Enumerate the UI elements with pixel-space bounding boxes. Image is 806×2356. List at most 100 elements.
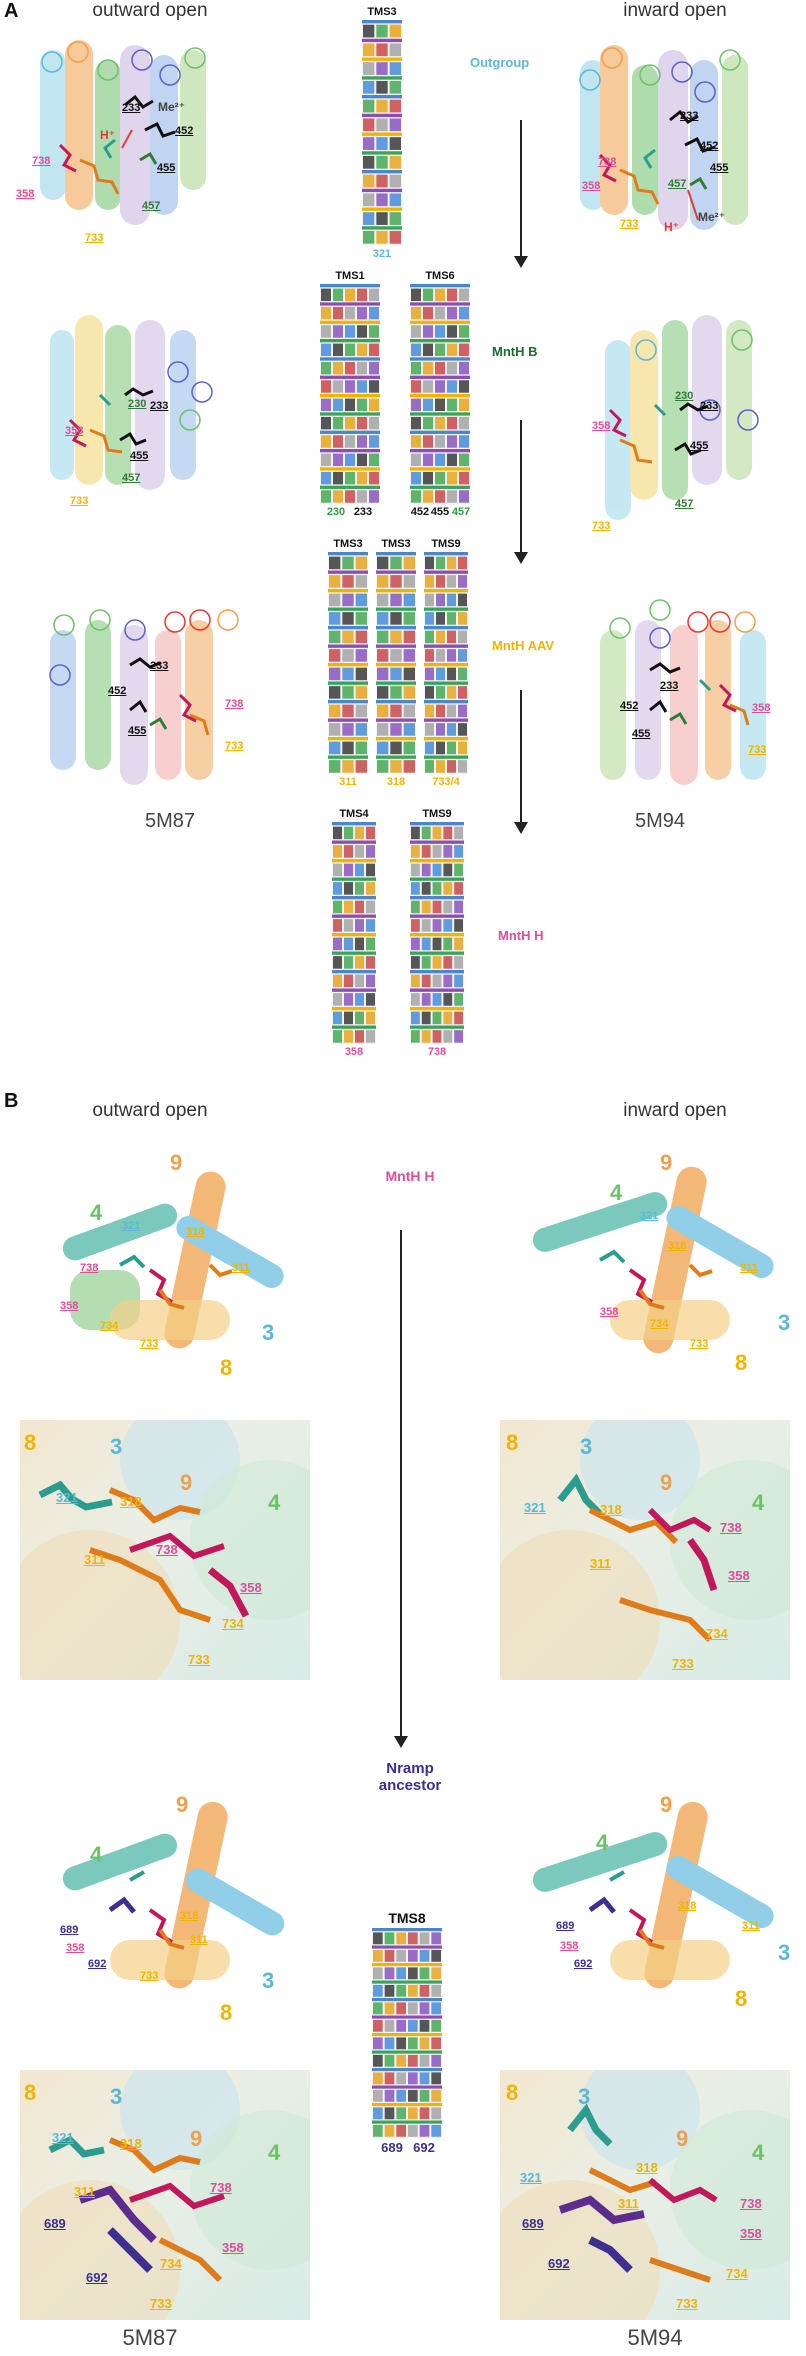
b3-res-318: 318 (120, 1494, 142, 1509)
structure-a-outward-1 (40, 40, 206, 225)
b5-helix-8: 8 (220, 2000, 233, 2025)
b7-res-692: 692 (86, 2270, 108, 2285)
b5-helix-3: 3 (262, 1968, 275, 1993)
panel-a-left-pdb: 5M87 (144, 810, 196, 832)
logo-tms1-res2: 233 (353, 506, 373, 518)
b1-helix-4: 4 (90, 1200, 103, 1225)
b7-res-738: 738 (210, 2180, 232, 2195)
label-738-a2: 738 (598, 156, 617, 168)
b7-res-689: 689 (44, 2216, 66, 2231)
label-233-a1: 233 (122, 102, 141, 114)
b5-res-318: 318 (180, 1910, 199, 1922)
label-233-c1: 233 (150, 660, 169, 672)
b4-res-311: 311 (590, 1556, 611, 1571)
structure-a-outward-2 (50, 315, 213, 490)
label-230-b1: 230 (128, 398, 147, 410)
b1-helix-8: 8 (220, 1355, 233, 1380)
b8-res-738: 738 (740, 2196, 762, 2211)
label-733-b1: 733 (70, 495, 89, 507)
panel-b-letter: B (4, 1090, 19, 1112)
closeup-b-inward-1 (500, 1420, 790, 1680)
b3-helix-3: 3 (110, 1434, 123, 1459)
label-457-a1: 457 (142, 200, 161, 212)
arrow-2-head (514, 552, 528, 564)
b2-res-321: 321 (640, 1210, 659, 1222)
b2-res-733: 733 (690, 1338, 709, 1350)
b7-helix-8: 8 (24, 2080, 37, 2105)
logo-aav3-res: 733/4 (432, 776, 460, 788)
label-me-a2: Me²⁺ (698, 210, 725, 224)
arrow-2 (520, 420, 522, 555)
b8-helix-8: 8 (506, 2080, 519, 2105)
structure-a-inward-1 (579, 45, 748, 230)
logo-tms1-title: TMS1 (335, 270, 365, 282)
tms8-logo (372, 1928, 442, 2138)
structure-b-outward-2 (62, 1801, 285, 1989)
b6-helix-8: 8 (735, 1986, 748, 2011)
logo-aav1-res: 311 (339, 776, 357, 788)
structure-b-inward-2 (532, 1801, 774, 1989)
panel-b-left-heading: outward open (92, 1100, 208, 1121)
structure-b-outward-1 (62, 1171, 284, 1349)
logo-aav3 (424, 552, 468, 774)
logo-aav2-res: 318 (386, 776, 406, 788)
b4-helix-3: 3 (580, 1434, 593, 1459)
label-452-a1: 452 (175, 125, 194, 137)
b3-res-358: 358 (240, 1580, 262, 1595)
panel-b-arrow-head (394, 1736, 408, 1748)
b6-helix-3: 3 (778, 1940, 791, 1965)
panel-b-right-heading: inward open (623, 1100, 727, 1121)
b3-helix-4: 4 (268, 1490, 281, 1515)
b7-helix-4: 4 (268, 2140, 281, 2165)
b4-res-733: 733 (672, 1656, 694, 1671)
b1-res-734: 734 (100, 1320, 119, 1332)
b2-helix-4: 4 (610, 1180, 623, 1205)
b5-helix-9: 9 (176, 1792, 189, 1817)
tms8-res-692: 692 (413, 2140, 435, 2155)
label-h-a1: H⁺ (100, 128, 115, 142)
b3-helix-9: 9 (180, 1470, 193, 1495)
label-455-a1: 455 (157, 162, 176, 174)
panel-b-stage1: MntH H (385, 1168, 435, 1184)
label-233-a2: 233 (680, 110, 699, 122)
b1-res-311: 311 (232, 1262, 250, 1274)
structure-b-inward-1 (532, 1166, 774, 1354)
label-358-a2: 358 (582, 180, 601, 192)
b6-res-692: 692 (574, 1958, 593, 1970)
structure-a-outward-3 (49, 609, 239, 785)
b6-helix-9: 9 (660, 1792, 673, 1817)
b4-res-738: 738 (720, 1520, 742, 1535)
label-455-b2: 455 (690, 440, 709, 452)
b8-res-318: 318 (636, 2160, 658, 2175)
tms8-res-689: 689 (381, 2140, 403, 2155)
structure-a-inward-3 (600, 599, 766, 785)
label-455-a2: 455 (710, 162, 729, 174)
panel-a-left-heading: outward open (92, 0, 208, 21)
label-233-c2: 233 (660, 680, 679, 692)
b2-res-734: 734 (650, 1318, 669, 1330)
b7-helix-9: 9 (190, 2126, 203, 2151)
b6-res-318: 318 (678, 1900, 697, 1912)
logo-tms6-res2: 455 (430, 506, 450, 518)
b4-helix-9: 9 (660, 1470, 673, 1495)
b3-res-733: 733 (188, 1652, 210, 1667)
label-455-b1: 455 (130, 450, 149, 462)
arrow-3 (520, 690, 522, 825)
logo-tms6-res3: 457 (451, 506, 471, 518)
b7-res-318: 318 (120, 2136, 142, 2151)
b8-res-692: 692 (548, 2256, 570, 2271)
panel-a-right-pdb: 5M94 (634, 810, 686, 832)
label-733-c2: 733 (748, 744, 767, 756)
b7-helix-3: 3 (110, 2084, 123, 2109)
panel-b-left-pdb: 5M87 (122, 2325, 178, 2350)
panel-a-right-heading: inward open (623, 0, 727, 21)
closeup-b-outward-1 (20, 1420, 310, 1680)
b1-res-358: 358 (60, 1300, 79, 1312)
b5-res-733: 733 (140, 1970, 159, 1982)
label-733-c1: 733 (225, 740, 244, 752)
closeup-b-inward-2 (500, 2070, 790, 2320)
arrow-3-head (514, 822, 528, 834)
b2-helix-3: 3 (778, 1310, 791, 1335)
b3-res-311: 311 (84, 1552, 105, 1567)
logo-tms6-title: TMS6 (425, 270, 455, 282)
